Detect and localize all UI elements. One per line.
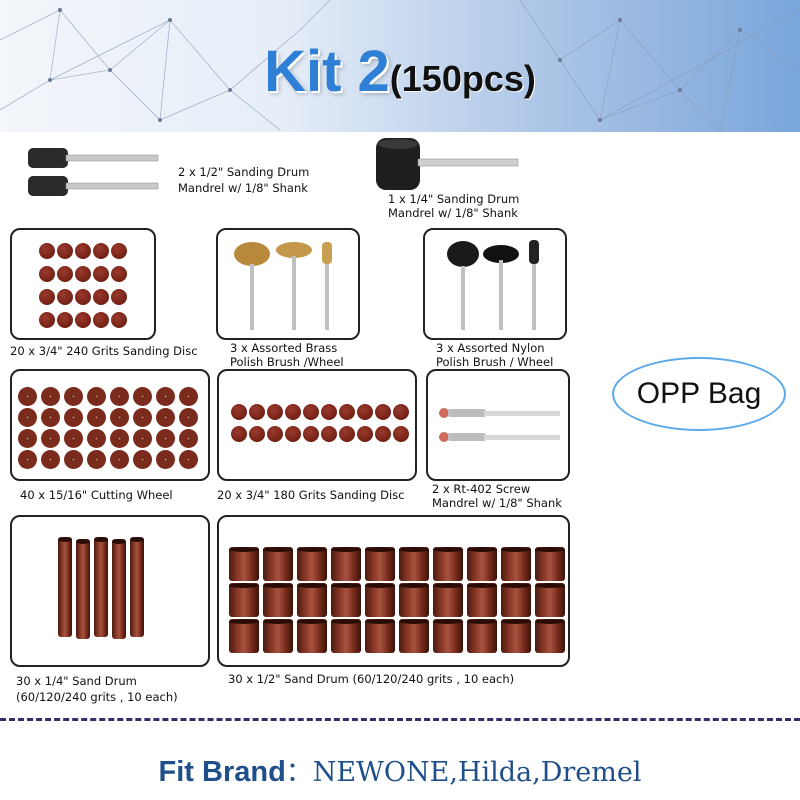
dashed-divider <box>0 718 800 721</box>
screw-mandrel-image <box>439 408 560 442</box>
fit-brand-line: Fit Brand：NEWONE,Hilda,Dremel <box>0 750 800 789</box>
fit-brand-values: NEWONE,Hilda,Dremel <box>312 757 642 788</box>
disc180-label: 20 x 3/4" 180 Grits Sanding Disc <box>217 488 405 502</box>
mandrel-half-label-2: Mandrel w/ 1/8" Shank <box>178 181 308 195</box>
drum-quarter-box <box>10 515 210 667</box>
mandrel-quarter-label-1: 1 x 1/4" Sanding Drum <box>388 192 520 206</box>
cutting-label: 40 x 15/16" Cutting Wheel <box>20 488 173 502</box>
mandrel-half-label-1: 2 x 1/2" Sanding Drum <box>178 165 310 179</box>
brass-label-2: Polish Brush /Wheel <box>230 355 344 369</box>
kit-count: (150pcs) <box>389 58 536 99</box>
header-banner: Kit 2(150pcs) <box>0 0 800 132</box>
brass-brush-image <box>234 242 332 330</box>
kit-title: Kit 2 <box>264 39 390 104</box>
opp-bag-badge: OPP Bag <box>612 357 786 431</box>
network-pattern <box>0 0 800 132</box>
screw-box <box>426 369 570 481</box>
drum-half-box <box>217 515 570 667</box>
brass-box <box>216 228 360 340</box>
fit-brand-label: Fit Brand <box>158 756 286 788</box>
disc240-label: 20 x 3/4" 240 Grits Sanding Disc <box>10 344 198 358</box>
drum-half-label: 30 x 1/2" Sand Drum (60/120/240 grits , … <box>228 672 515 686</box>
screw-label-1: 2 x Rt-402 Screw <box>432 482 531 496</box>
fit-brand-separator: ： <box>285 757 313 788</box>
page-title: Kit 2(150pcs) <box>0 38 800 105</box>
drum-quarter-label-2: (60/120/240 grits , 10 each) <box>16 690 178 704</box>
nylon-label-1: 3 x Assorted Nylon <box>436 341 545 355</box>
brass-label-1: 3 x Assorted Brass <box>230 341 338 355</box>
screw-label-2: Mandrel w/ 1/8" Shank <box>432 496 562 510</box>
drum-quarter-label-1: 30 x 1/4" Sand Drum <box>16 674 137 688</box>
nylon-label-2: Polish Brush / Wheel <box>436 355 554 369</box>
nylon-box <box>423 228 567 340</box>
cutting-box <box>10 369 210 481</box>
mandrel-quarter-label-2: Mandrel w/ 1/8" Shank <box>388 206 518 220</box>
disc240-box <box>10 228 156 340</box>
disc180-box <box>217 369 417 481</box>
nylon-brush-image <box>447 240 539 330</box>
